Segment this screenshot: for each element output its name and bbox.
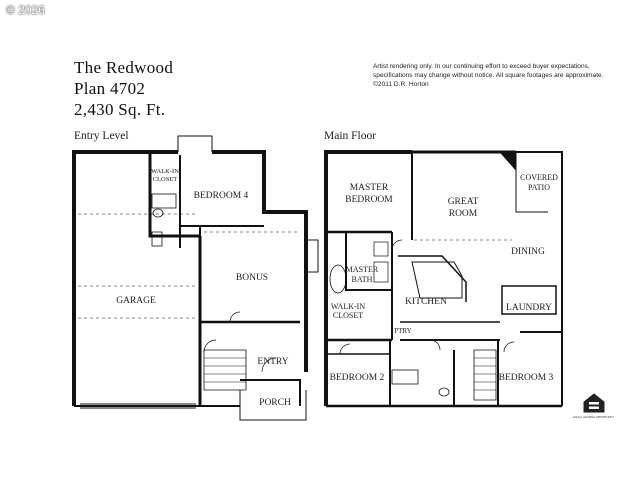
plan-name: The Redwood: [74, 58, 174, 77]
master-bedroom-label-1: MASTER: [350, 183, 389, 193]
entry-level-heading: Entry Level: [74, 130, 129, 142]
master-bedroom-label-2: BEDROOM: [345, 195, 393, 205]
equal-housing-caption: EQUAL HOUSING OPPORTUNITY: [574, 415, 615, 419]
plan-sqft: 2,430 Sq. Ft.: [74, 100, 166, 119]
porch-label: PORCH: [259, 398, 291, 408]
great-room-label-1: GREAT: [448, 197, 479, 207]
bedroom2-label: BEDROOM 2: [330, 373, 385, 383]
disclaimer-text: Artist rendering only. In our continuing…: [373, 63, 604, 88]
great-room-label-2: ROOM: [449, 209, 478, 219]
pantry-label: PTRY: [394, 327, 412, 335]
walkin-closet-main-label-2: CLOSET: [333, 311, 363, 320]
bonus-label: BONUS: [236, 273, 268, 283]
entry-level-plan: [72, 135, 319, 421]
master-bath-label-2: BATH: [352, 275, 373, 284]
entry-level-labels: WALK-IN CLOSET BEDROOM 4 BONUS GARAGE EN…: [116, 168, 291, 408]
copyright-watermark: © 2026: [6, 3, 45, 17]
garage-label: GARAGE: [116, 296, 156, 306]
plan-number: Plan 4702: [74, 79, 146, 98]
bedroom3-label: BEDROOM 3: [499, 373, 554, 383]
main-floor-plan: [324, 150, 563, 408]
master-bath-label-1: MASTER: [346, 265, 379, 274]
laundry-label: LAUNDRY: [506, 303, 552, 313]
covered-patio-label-2: PATIO: [528, 183, 550, 192]
main-floor-heading: Main Floor: [324, 130, 377, 142]
main-floor-labels: MASTER BEDROOM GREAT ROOM COVERED PATIO …: [330, 173, 558, 383]
walkin-closet-label-1: WALK-IN: [151, 168, 179, 175]
walkin-closet-label-2: CLOSET: [153, 176, 178, 183]
dining-label: DINING: [511, 247, 545, 257]
kitchen-label: KITCHEN: [405, 297, 447, 307]
walkin-closet-main-label-1: WALK-IN: [331, 302, 365, 311]
covered-patio-label-1: COVERED: [520, 173, 558, 182]
bedroom4-label: BEDROOM 4: [194, 191, 249, 201]
entry-label: ENTRY: [257, 357, 288, 367]
equal-housing-logo: EQUAL HOUSING OPPORTUNITY: [574, 393, 615, 419]
